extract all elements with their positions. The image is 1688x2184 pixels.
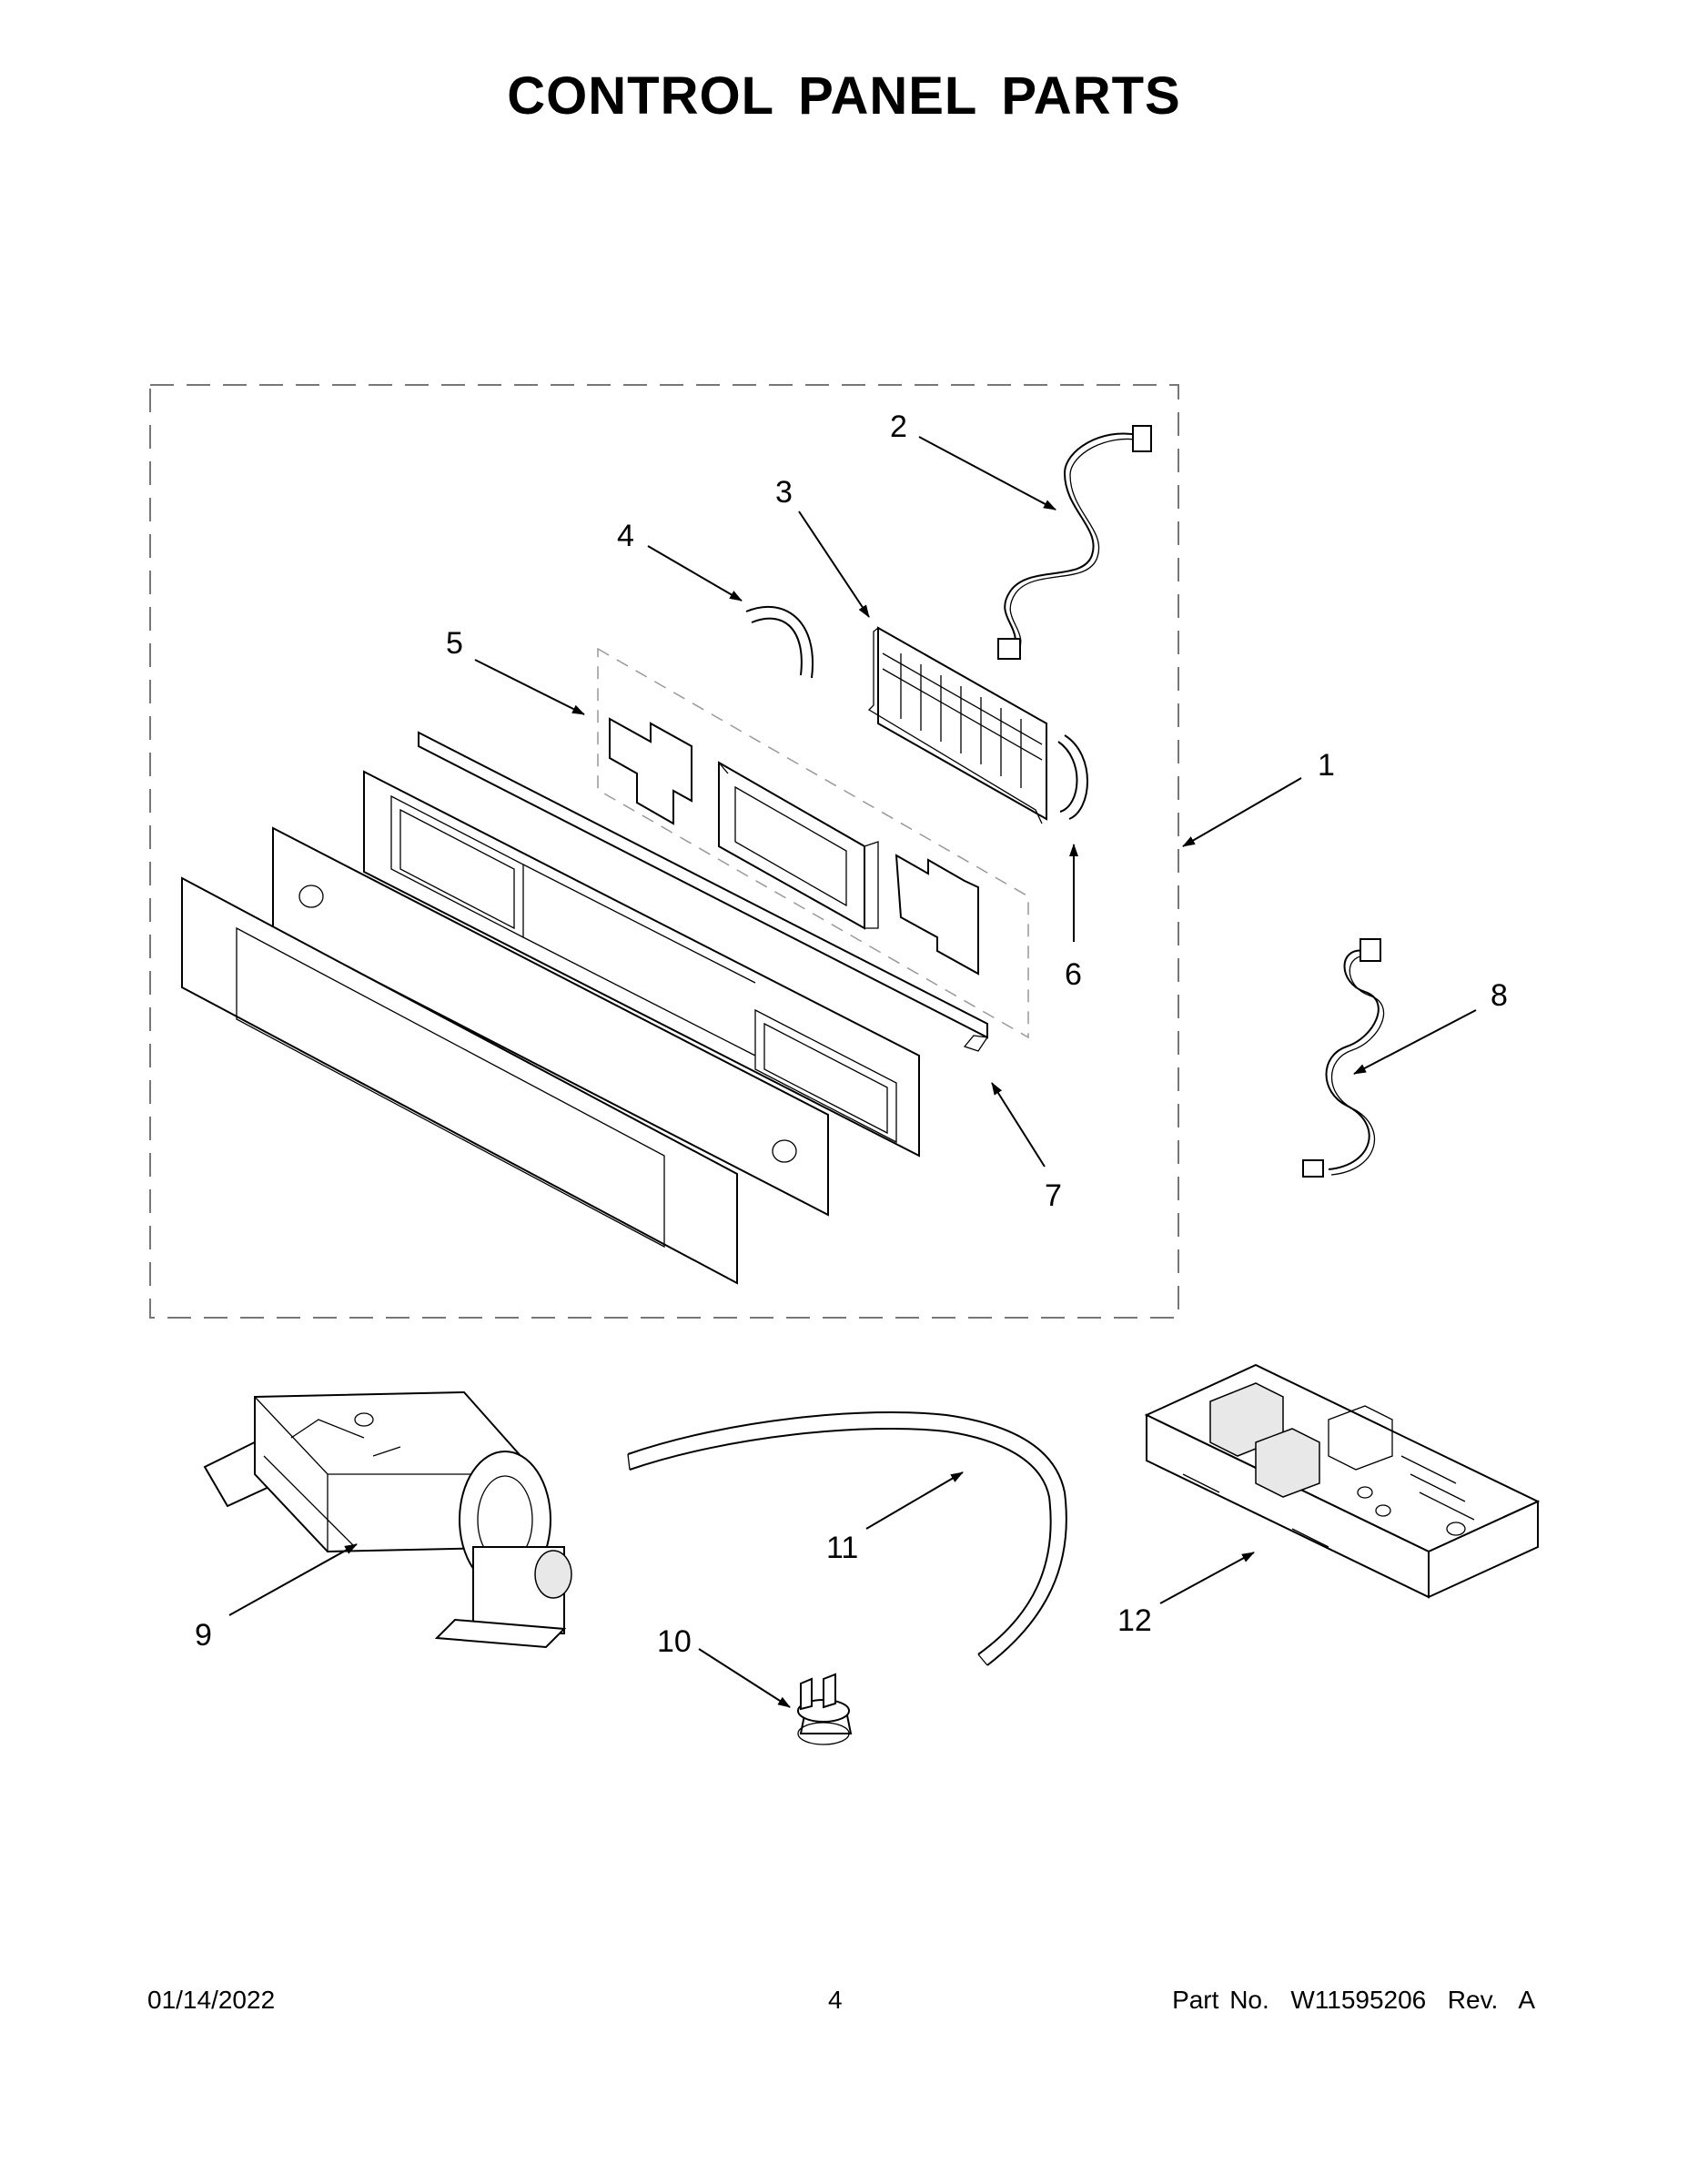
callout-1: 1: [1318, 748, 1335, 783]
callout-10: 10: [657, 1624, 692, 1659]
callout-7: 7: [1045, 1178, 1062, 1213]
part-9-blower-fan: [203, 1390, 572, 1649]
part-11-gasket: [627, 1410, 1067, 1666]
callout-4: 4: [617, 519, 634, 553]
part-4-ribbon-cable: [745, 605, 814, 679]
leader-arrow-5: [474, 659, 585, 715]
leader-arrow-10: [698, 1648, 791, 1708]
footer-date: 01/14/2022: [147, 1986, 276, 2014]
leader-arrows: [228, 436, 1477, 1708]
leader-arrow-7: [991, 1082, 1046, 1168]
callout-3: 3: [775, 475, 793, 510]
leader-arrow-1: [1182, 777, 1302, 847]
leader-arrow-2: [918, 436, 1056, 511]
leader-arrow-8: [1353, 1009, 1477, 1075]
footer-page-number: 4: [828, 1986, 843, 2014]
part-3-display-frame: [867, 626, 1047, 824]
callout-5: 5: [446, 626, 463, 661]
control-board-group-boundary: [597, 647, 1029, 1039]
leader-arrow-4: [647, 545, 743, 602]
callout-2: 2: [890, 410, 907, 444]
page-title: CONTROL PANEL PARTS: [507, 66, 1181, 126]
leader-arrow-12: [1159, 1552, 1255, 1604]
callout-labels: 1 2 3 4 5 6 7 8 9 10 11 12: [195, 410, 1508, 1659]
footer-part-number: Part No. W11595206 Rev. A: [1172, 1986, 1535, 2014]
part-10-thermostat: [797, 1673, 853, 1745]
part-7-trim-and-panels: [181, 731, 989, 1285]
part-6-ribbon-cable: [1057, 734, 1088, 820]
leader-arrow-11: [865, 1471, 964, 1530]
part-2-wire-harness: [997, 425, 1152, 660]
leader-arrow-3: [798, 511, 870, 618]
callout-8: 8: [1491, 978, 1508, 1013]
assembly-boundary: [149, 384, 1179, 1319]
leader-arrow-9: [228, 1543, 358, 1616]
callout-6: 6: [1065, 957, 1082, 992]
callout-11: 11: [826, 1531, 858, 1565]
callout-9: 9: [195, 1618, 212, 1653]
part-5-control-boards: [609, 717, 979, 976]
part-12-main-control-board: [1144, 1363, 1541, 1599]
part-8-wire-harness: [1302, 938, 1385, 1178]
callout-12: 12: [1117, 1603, 1152, 1638]
